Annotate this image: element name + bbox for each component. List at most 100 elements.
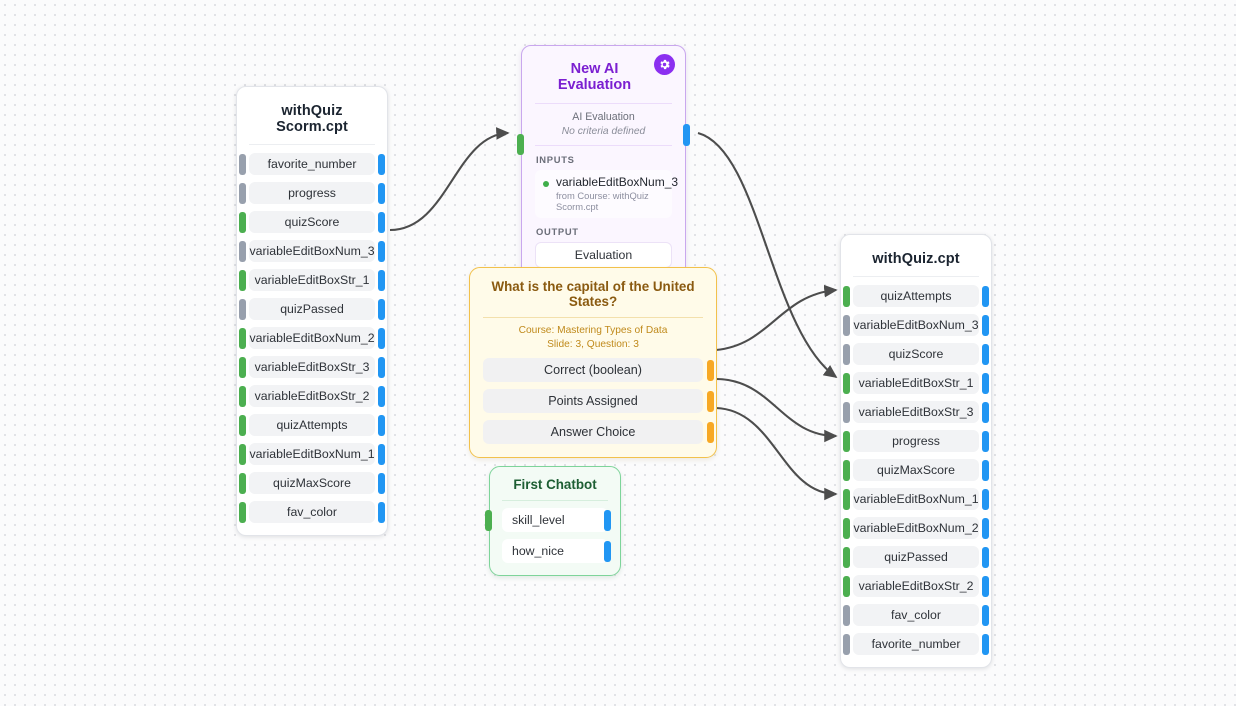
- variable-row[interactable]: variableEditBoxStr_1: [843, 372, 989, 394]
- row-input-handle[interactable]: [843, 373, 850, 394]
- row-input-handle[interactable]: [843, 518, 850, 539]
- row-input-handle[interactable]: [239, 328, 246, 349]
- row-input-handle[interactable]: [843, 315, 850, 336]
- row-input-handle[interactable]: [843, 402, 850, 423]
- variable-row[interactable]: variableEditBoxNum_1: [239, 443, 385, 465]
- row-input-handle[interactable]: [239, 357, 246, 378]
- ai-output-item[interactable]: Evaluation: [535, 242, 672, 268]
- row-output-handle[interactable]: [982, 344, 989, 365]
- variable-row[interactable]: variableEditBoxStr_2: [239, 385, 385, 407]
- row-input-handle[interactable]: [239, 444, 246, 465]
- gear-icon[interactable]: [654, 54, 675, 75]
- variable-row[interactable]: fav_color: [239, 501, 385, 523]
- row-output-handle[interactable]: [982, 431, 989, 452]
- variable-row[interactable]: favorite_number: [239, 153, 385, 175]
- row-input-handle[interactable]: [843, 605, 850, 626]
- row-output-handle[interactable]: [982, 634, 989, 655]
- variable-row[interactable]: quizScore: [843, 343, 989, 365]
- row-output-handle[interactable]: [982, 286, 989, 307]
- row-input-handle[interactable]: [843, 634, 850, 655]
- row-output-handle[interactable]: [982, 547, 989, 568]
- variable-row[interactable]: quizMaxScore: [239, 472, 385, 494]
- variable-row[interactable]: quizPassed: [843, 546, 989, 568]
- variable-row[interactable]: skill_level: [502, 508, 611, 532]
- row-output-handle[interactable]: [378, 502, 385, 523]
- row-output-handle[interactable]: [982, 489, 989, 510]
- row-output-handle[interactable]: [707, 360, 714, 381]
- row-input-handle[interactable]: [239, 212, 246, 233]
- row-output-handle[interactable]: [707, 422, 714, 443]
- row-input-handle[interactable]: [239, 270, 246, 291]
- row-output-handle[interactable]: [982, 576, 989, 597]
- row-output-handle[interactable]: [378, 270, 385, 291]
- variable-row[interactable]: quizScore: [239, 211, 385, 233]
- ai-output-handle[interactable]: [683, 124, 690, 146]
- row-output-handle[interactable]: [982, 315, 989, 336]
- row-output-handle[interactable]: [378, 473, 385, 494]
- row-output-handle[interactable]: [982, 605, 989, 626]
- variable-row[interactable]: quizMaxScore: [843, 459, 989, 481]
- variable-row[interactable]: progress: [239, 182, 385, 204]
- variable-row[interactable]: variableEditBoxStr_2: [843, 575, 989, 597]
- row-output-handle[interactable]: [378, 183, 385, 204]
- row-input-handle[interactable]: [239, 154, 246, 175]
- row-output-handle[interactable]: [378, 444, 385, 465]
- row-input-handle[interactable]: [843, 431, 850, 452]
- variable-row[interactable]: progress: [843, 430, 989, 452]
- row-input-handle[interactable]: [843, 344, 850, 365]
- row-input-handle[interactable]: [239, 502, 246, 523]
- row-output-handle[interactable]: [982, 402, 989, 423]
- chatbot-input-handle[interactable]: [485, 510, 492, 531]
- row-input-handle[interactable]: [843, 489, 850, 510]
- variable-row[interactable]: fav_color: [843, 604, 989, 626]
- variable-row[interactable]: Answer Choice: [483, 420, 714, 444]
- row-input-handle[interactable]: [843, 460, 850, 481]
- row-output-handle[interactable]: [604, 541, 611, 562]
- variable-row[interactable]: favorite_number: [843, 633, 989, 655]
- variable-row[interactable]: variableEditBoxStr_3: [843, 401, 989, 423]
- row-output-handle[interactable]: [982, 518, 989, 539]
- node-ai-evaluation[interactable]: New AI Evaluation AI Evaluation No crite…: [517, 45, 690, 282]
- variable-row[interactable]: quizAttempts: [239, 414, 385, 436]
- row-output-handle[interactable]: [378, 212, 385, 233]
- variable-row[interactable]: Correct (boolean): [483, 358, 714, 382]
- variable-row[interactable]: variableEditBoxStr_1: [239, 269, 385, 291]
- node-question[interactable]: What is the capital of the United States…: [469, 267, 717, 458]
- row-output-handle[interactable]: [378, 299, 385, 320]
- row-input-handle[interactable]: [843, 286, 850, 307]
- ai-input-item[interactable]: variableEditBoxNum_3 from Course: withQu…: [535, 170, 678, 218]
- row-input-handle[interactable]: [239, 241, 246, 262]
- row-output-handle[interactable]: [378, 328, 385, 349]
- variable-row[interactable]: quizPassed: [239, 298, 385, 320]
- variable-row[interactable]: variableEditBoxNum_3: [239, 240, 385, 262]
- row-input-handle[interactable]: [843, 576, 850, 597]
- variable-row[interactable]: variableEditBoxNum_3: [843, 314, 989, 336]
- row-input-handle[interactable]: [239, 299, 246, 320]
- row-input-handle[interactable]: [239, 183, 246, 204]
- variable-row[interactable]: variableEditBoxNum_2: [843, 517, 989, 539]
- row-output-handle[interactable]: [378, 386, 385, 407]
- variable-row[interactable]: quizAttempts: [843, 285, 989, 307]
- row-output-handle[interactable]: [604, 510, 611, 531]
- row-input-handle[interactable]: [239, 386, 246, 407]
- row-output-handle[interactable]: [378, 415, 385, 436]
- row-output-handle[interactable]: [982, 373, 989, 394]
- variable-row[interactable]: Points Assigned: [483, 389, 714, 413]
- variable-row[interactable]: variableEditBoxStr_3: [239, 356, 385, 378]
- row-output-handle[interactable]: [378, 154, 385, 175]
- row-output-handle[interactable]: [982, 460, 989, 481]
- row-input-handle[interactable]: [843, 547, 850, 568]
- row-output-handle[interactable]: [378, 357, 385, 378]
- row-output-handle[interactable]: [378, 241, 385, 262]
- variable-row[interactable]: how_nice: [502, 539, 611, 563]
- row-input-handle[interactable]: [239, 473, 246, 494]
- row-input-handle[interactable]: [239, 415, 246, 436]
- row-output-handle[interactable]: [707, 391, 714, 412]
- ai-input-handle[interactable]: [517, 134, 524, 155]
- variable-row[interactable]: variableEditBoxNum_1: [843, 488, 989, 510]
- variable-row[interactable]: variableEditBoxNum_2: [239, 327, 385, 349]
